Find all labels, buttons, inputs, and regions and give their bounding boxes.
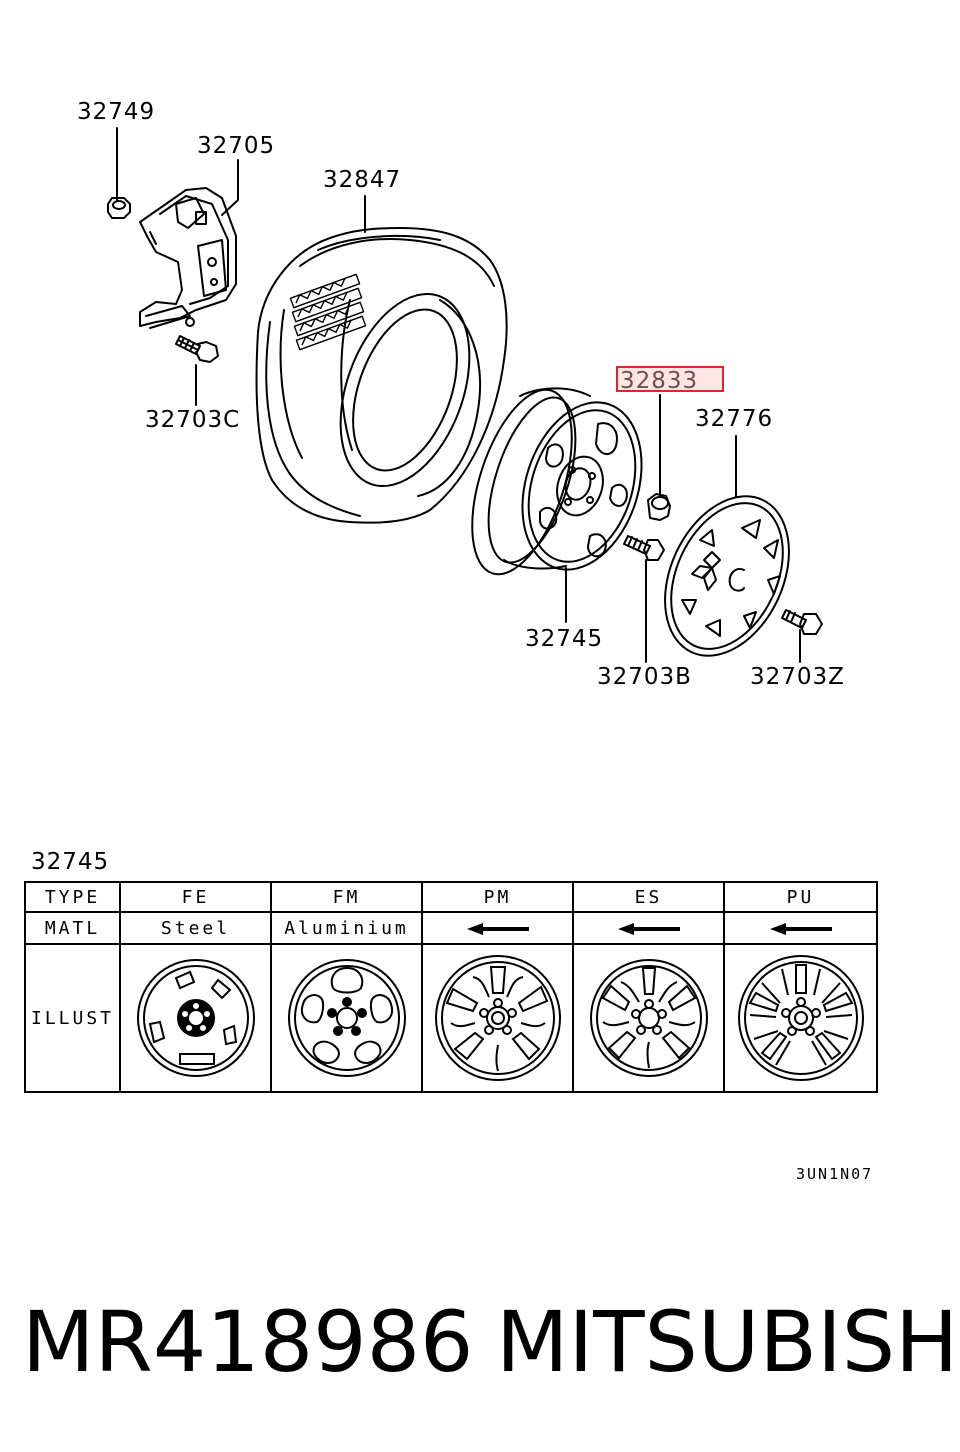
tire-icon bbox=[255, 227, 508, 524]
row-label-type: TYPE bbox=[24, 881, 121, 913]
exploded-wheel-diagram bbox=[107, 127, 823, 663]
matl-cell: Aluminium bbox=[270, 911, 423, 945]
illust-cell bbox=[421, 943, 574, 1093]
callout-32705[interactable]: 32705 bbox=[197, 133, 276, 159]
same-as-left-arrow-icon bbox=[617, 922, 680, 935]
wheel-rim-icon bbox=[471, 387, 643, 576]
matl-cell-same bbox=[572, 911, 725, 945]
type-cell: ES bbox=[572, 881, 725, 913]
nut-32749-icon bbox=[107, 197, 131, 219]
callout-32847[interactable]: 32847 bbox=[323, 167, 402, 193]
screw-32703z-icon bbox=[781, 609, 823, 635]
alloy-wheel-5-spoke-icon bbox=[589, 959, 708, 1077]
steel-wheel-icon bbox=[136, 959, 255, 1077]
alloy-wheel-5-spoke-icon bbox=[434, 955, 561, 1081]
alloy-wheel-5-hole-icon bbox=[287, 959, 406, 1077]
wheel-type-table: TYPE FE FM PM ES PU MATL Steel Aluminium… bbox=[24, 881, 878, 1093]
same-as-left-arrow-icon bbox=[769, 922, 832, 935]
matl-cell-same bbox=[421, 911, 574, 945]
callout-32749[interactable]: 32749 bbox=[77, 99, 156, 125]
callout-32833[interactable]: 32833 bbox=[620, 368, 699, 394]
type-cell: FE bbox=[119, 881, 272, 913]
matl-cell-same bbox=[723, 911, 878, 945]
callout-32745[interactable]: 32745 bbox=[525, 626, 604, 652]
callout-32703z[interactable]: 32703Z bbox=[750, 664, 845, 690]
lug-nut-icon bbox=[647, 493, 671, 521]
bolt-32703b-icon bbox=[623, 535, 665, 561]
table-row-matl: MATL Steel Aluminium bbox=[24, 911, 878, 945]
type-cell: PU bbox=[723, 881, 878, 913]
diagram-code: 3UN1N07 bbox=[796, 1165, 874, 1183]
callout-32833-highlight[interactable]: 32833 bbox=[616, 366, 724, 394]
bolt-32703c-icon bbox=[175, 335, 219, 363]
carrier-bracket-icon bbox=[139, 187, 237, 329]
same-as-left-arrow-icon bbox=[466, 922, 529, 935]
illust-cell bbox=[572, 943, 725, 1093]
callout-32703c[interactable]: 32703C bbox=[145, 407, 241, 433]
row-label-illust: ILLUST bbox=[24, 943, 121, 1093]
brand-name: MITSUBISHI bbox=[496, 1293, 960, 1391]
callout-32776[interactable]: 32776 bbox=[695, 406, 774, 432]
type-cell: FM bbox=[270, 881, 423, 913]
type-cell: PM bbox=[421, 881, 574, 913]
table-row-illust: ILLUST bbox=[24, 943, 878, 1093]
callout-32703b[interactable]: 32703B bbox=[597, 664, 692, 690]
alloy-wheel-10-spoke-icon bbox=[737, 955, 864, 1081]
illust-cell bbox=[723, 943, 878, 1093]
illust-cell bbox=[270, 943, 423, 1093]
part-number: MR418986 bbox=[22, 1293, 474, 1391]
illust-cell bbox=[119, 943, 272, 1093]
row-label-matl: MATL bbox=[24, 911, 121, 945]
wheel-cap-icon bbox=[664, 495, 790, 657]
table-caption: 32745 bbox=[31, 849, 110, 875]
matl-cell: Steel bbox=[119, 911, 272, 945]
table-row-type: TYPE FE FM PM ES PU bbox=[24, 881, 878, 913]
